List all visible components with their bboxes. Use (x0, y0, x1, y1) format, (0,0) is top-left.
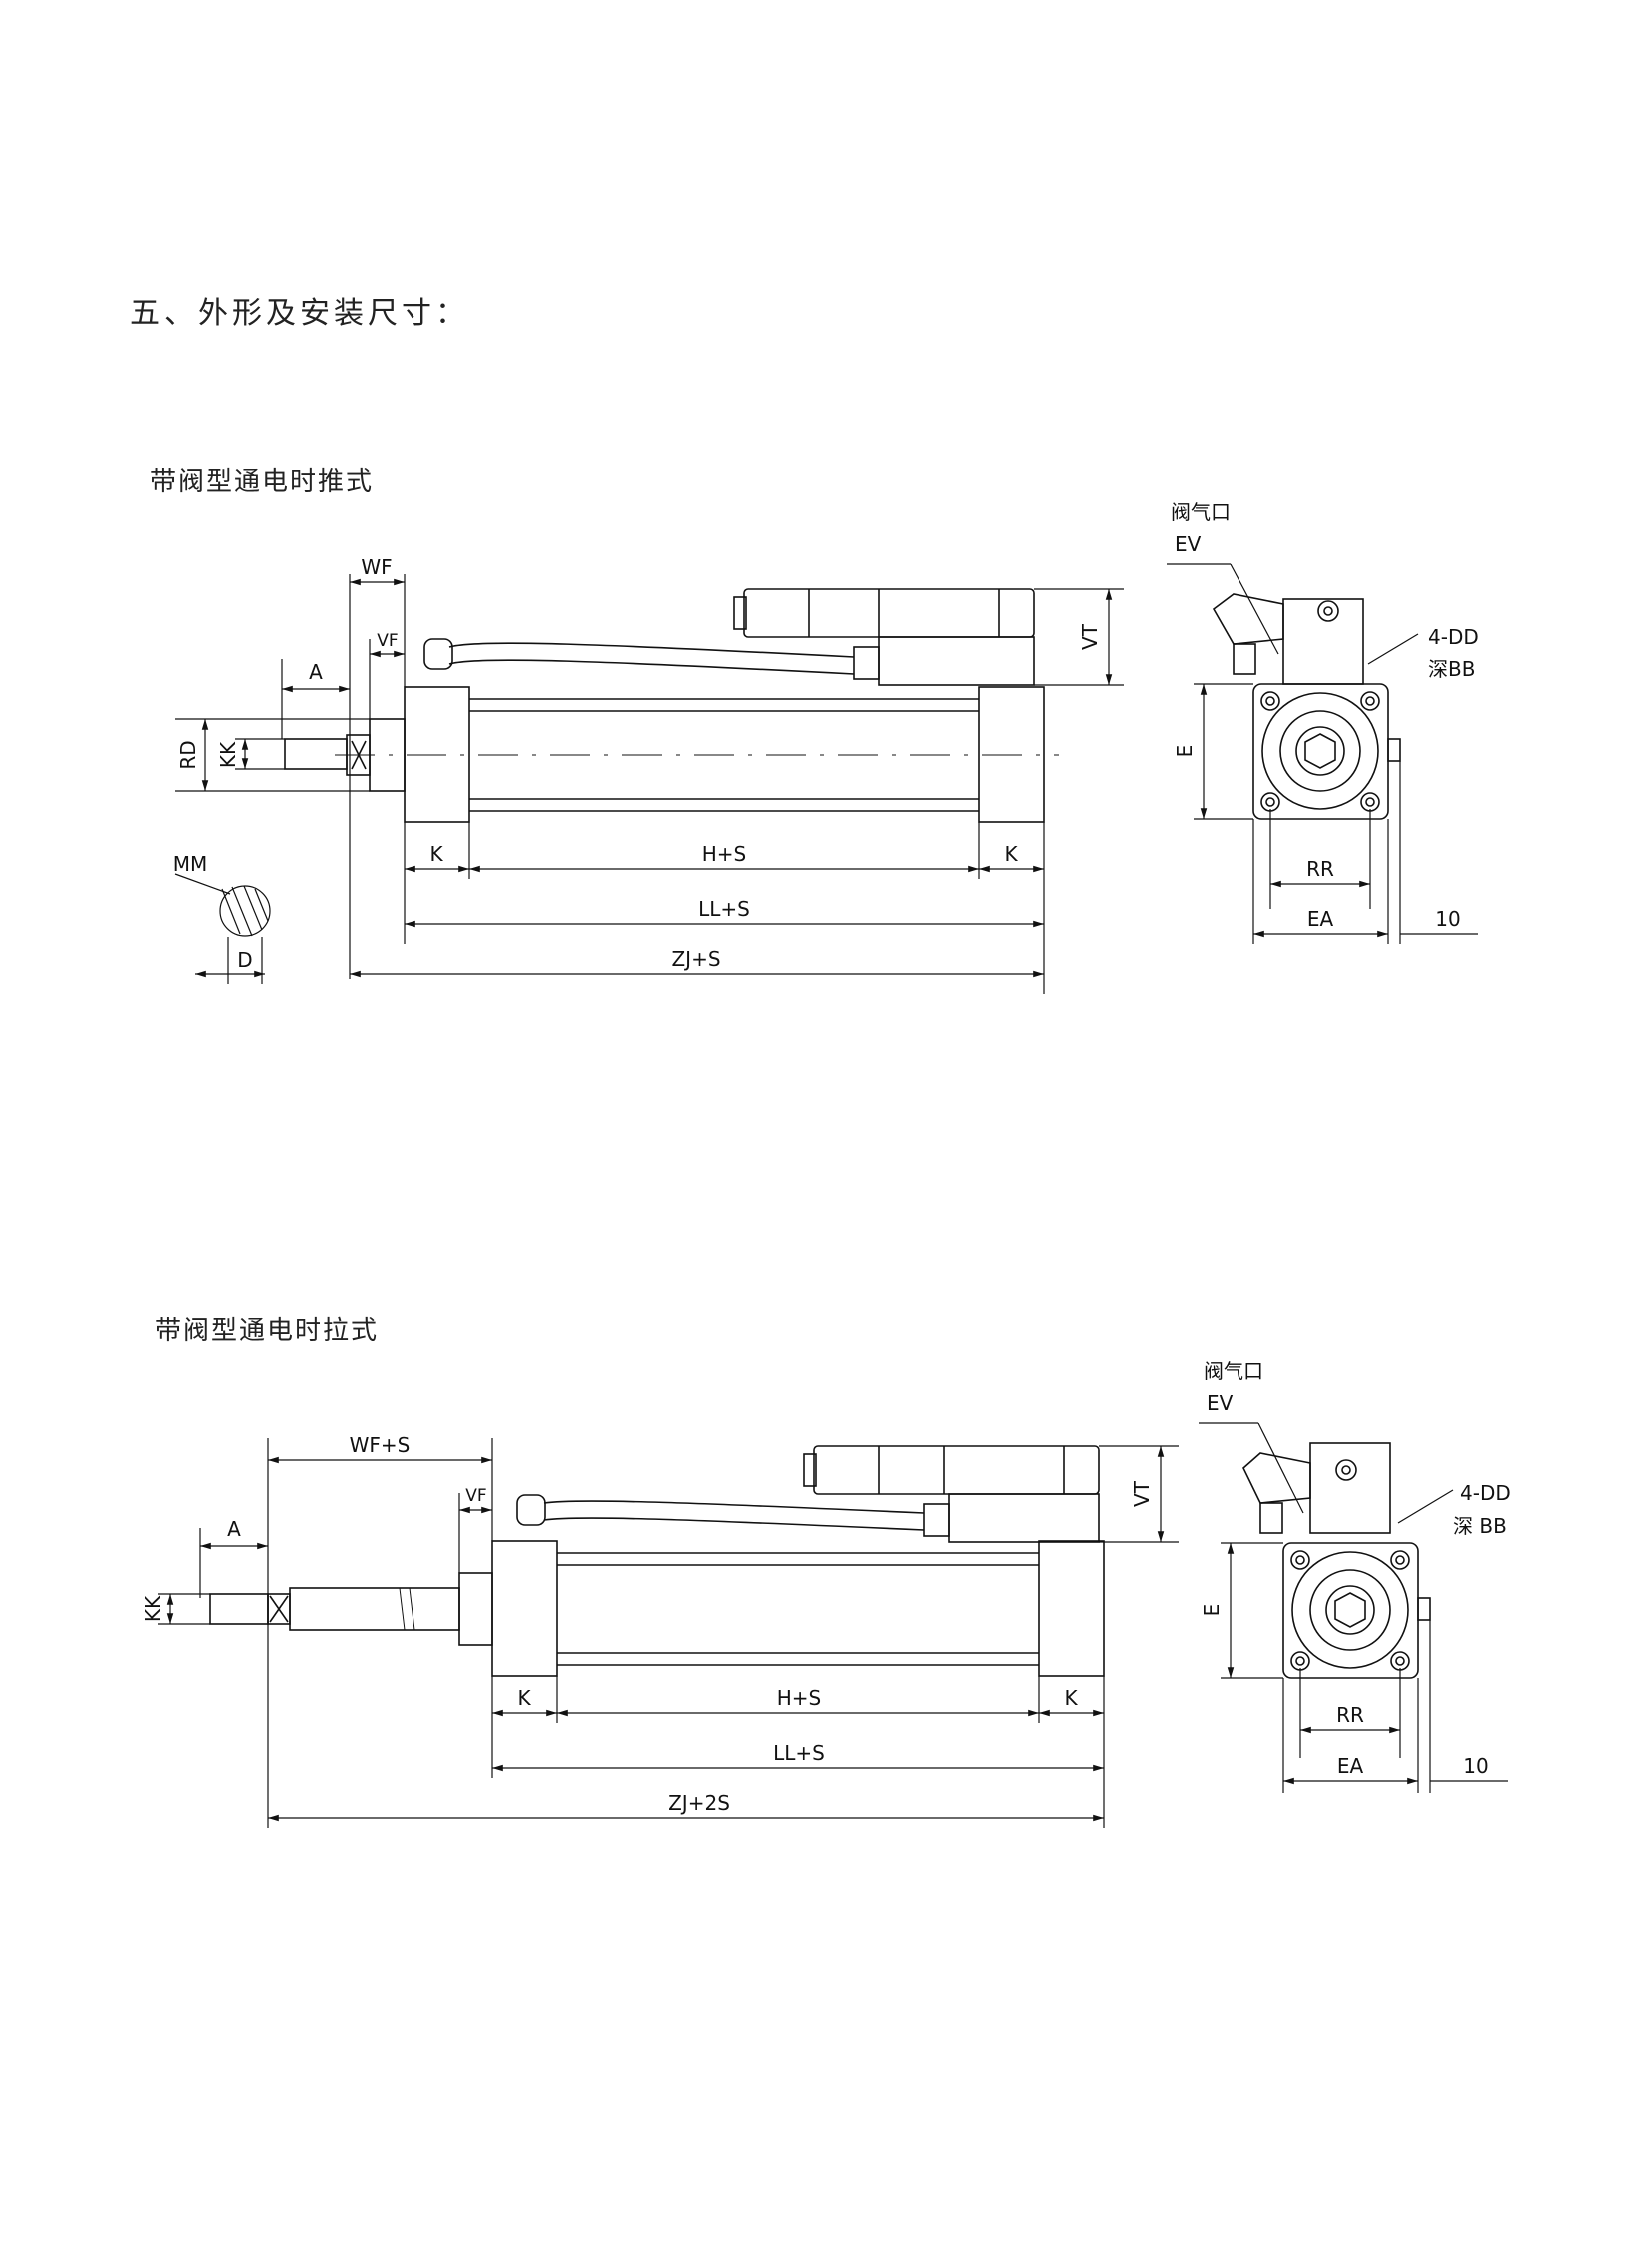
label-hs: H+S (777, 1686, 822, 1710)
pull-labels: WF+S VF A KK K H+S K LL+S ZJ+2S VT 阀气口 E… (141, 1359, 1511, 1815)
push-end-view (1167, 563, 1478, 944)
label-vf: VF (465, 1486, 486, 1506)
label-ll: LL+S (773, 1741, 825, 1765)
label-k-right: K (1064, 1686, 1078, 1710)
label-ev: EV (1175, 532, 1202, 556)
solenoid-valve (733, 588, 1035, 686)
label-zj: ZJ+S (671, 947, 720, 971)
label-ten: 10 (1463, 1754, 1488, 1778)
label-bb: 深BB (1428, 657, 1475, 681)
label-valve-port: 阀气口 (1171, 500, 1231, 524)
label-vt: VT (1078, 623, 1102, 650)
label-vt: VT (1130, 1480, 1154, 1507)
push-dimensions (175, 574, 1124, 994)
page-title: 五、外形及安装尺寸： (130, 296, 469, 331)
label-ea: EA (1337, 1754, 1364, 1778)
label-rd: RD (176, 740, 200, 769)
push-type-diagram (174, 563, 1478, 994)
cylinder-body (209, 1540, 1105, 1677)
label-rr: RR (1336, 1703, 1364, 1727)
label-wf: WF+S (350, 1433, 411, 1457)
label-ll: LL+S (698, 897, 750, 921)
label-mm: MM (173, 852, 208, 876)
label-kk: KK (216, 741, 240, 768)
label-rr: RR (1306, 857, 1334, 881)
section-title-push: 带阀型通电时推式 (150, 467, 375, 497)
label-vf: VF (377, 631, 398, 651)
section-title-pull: 带阀型通电时拉式 (155, 1316, 380, 1346)
label-valve-port: 阀气口 (1204, 1359, 1263, 1383)
pull-type-diagram (158, 1422, 1508, 1828)
label-ten: 10 (1435, 907, 1460, 931)
label-dd: 4-DD (1460, 1481, 1511, 1505)
label-wf: WF (361, 555, 392, 579)
air-tube (516, 1494, 925, 1531)
label-k-left: K (429, 842, 443, 866)
label-k-left: K (517, 1686, 531, 1710)
label-k-right: K (1004, 842, 1018, 866)
push-labels: WF VF A RD KK MM D K H+S K LL+S ZJ+S VT … (173, 500, 1479, 972)
label-kk: KK (141, 1595, 165, 1622)
label-a: A (309, 660, 323, 684)
label-bb: 深 BB (1453, 1514, 1507, 1538)
label-d: D (237, 948, 252, 972)
label-ev: EV (1207, 1391, 1234, 1415)
label-e: E (1200, 1604, 1224, 1617)
mm-detail (174, 873, 271, 984)
label-hs: H+S (702, 842, 747, 866)
solenoid-valve (803, 1445, 1100, 1543)
pull-dimensions (158, 1438, 1179, 1828)
label-zj: ZJ+2S (668, 1791, 730, 1815)
air-tube (423, 638, 855, 675)
label-dd: 4-DD (1428, 625, 1479, 649)
label-e: E (1173, 745, 1197, 758)
label-a: A (227, 1517, 241, 1541)
cylinder-body (284, 686, 1059, 823)
label-ea: EA (1307, 907, 1334, 931)
pull-end-view (1199, 1422, 1508, 1793)
